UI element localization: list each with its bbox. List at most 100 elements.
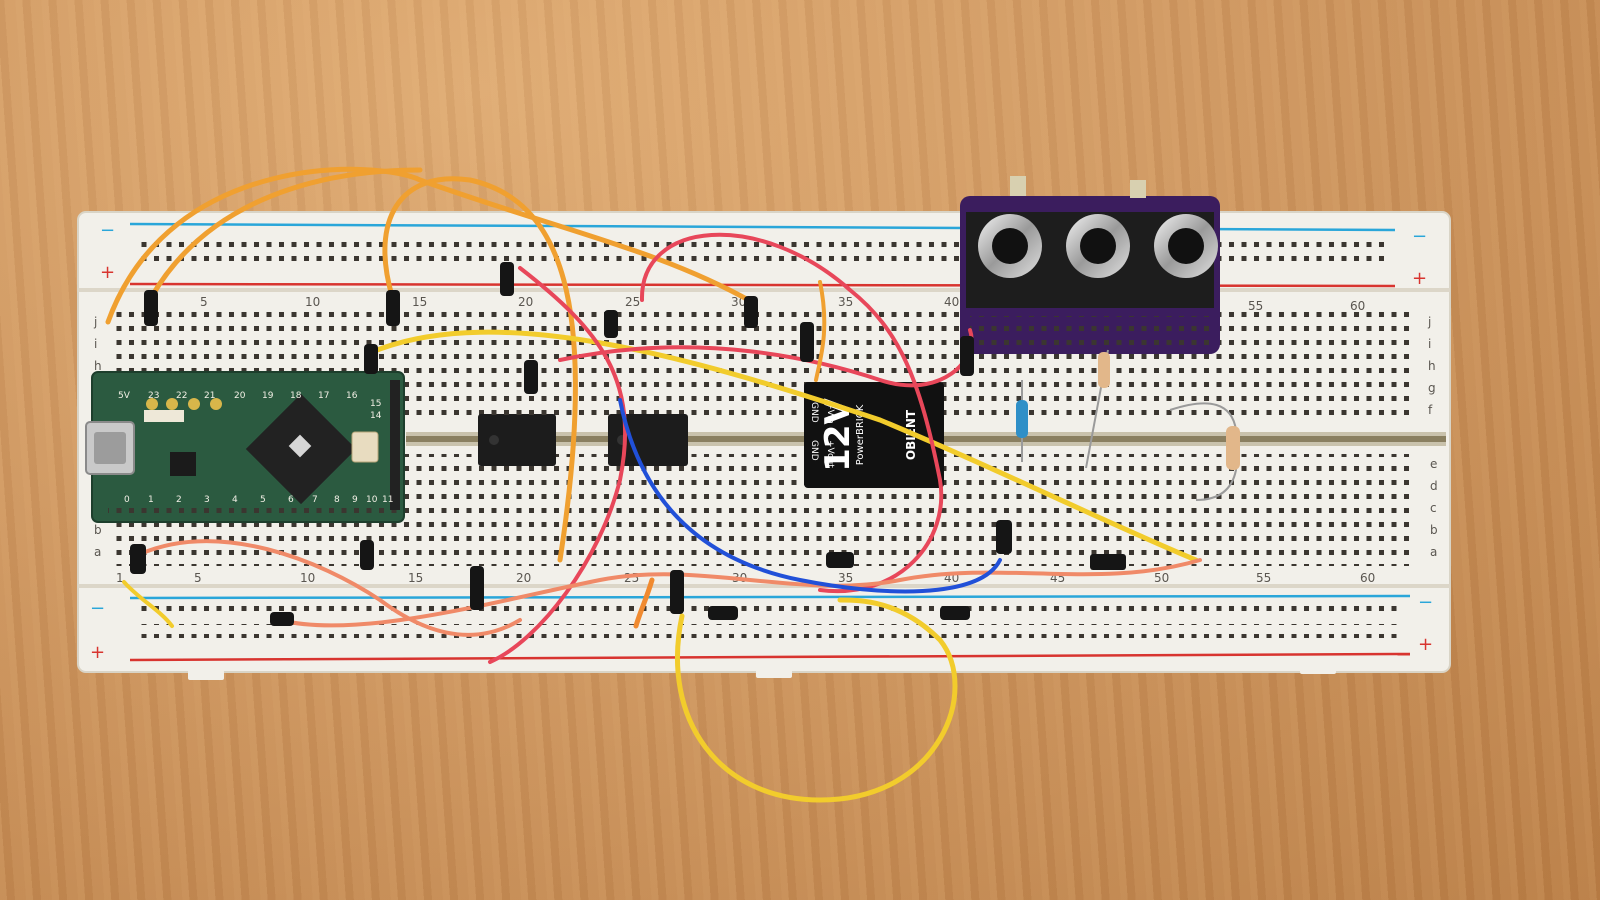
column-label: 40 <box>944 295 959 309</box>
bottom-right-minus-label: − <box>1418 592 1433 613</box>
row-labels-right-top: j i h g f <box>1427 315 1436 417</box>
pin-label: 8 <box>334 495 340 505</box>
row-label: i <box>1428 337 1431 351</box>
bottom-right-plus-label: + <box>1418 634 1433 655</box>
column-label: 20 <box>516 571 531 585</box>
pin-label: 7 <box>312 495 318 505</box>
column-label: 60 <box>1350 299 1365 313</box>
row-label: f <box>1428 403 1433 417</box>
pin-label: 6 <box>288 495 294 505</box>
top-left-minus-label: − <box>100 220 115 241</box>
wire-yellow-long <box>369 329 1199 563</box>
row-label: j <box>93 315 97 329</box>
jack-header-pins <box>970 316 1214 352</box>
wire-orange-short <box>814 280 827 382</box>
audio-jack-2-icon <box>1066 214 1130 278</box>
row-label: h <box>94 359 102 373</box>
voltage-regulator-module: 12V PowerBRICK OBIENT GND +Vin GND +Vout <box>804 382 944 488</box>
column-label: 20 <box>518 295 533 309</box>
microcontroller-board: 5V 23 22 21 20 19 18 17 16 15 14 0 1 2 3… <box>85 371 405 523</box>
row-label: a <box>1430 545 1437 559</box>
pin-label: 1 <box>148 495 154 505</box>
reset-button-icon <box>351 431 379 463</box>
resistor-3 <box>1169 402 1240 501</box>
column-label: 5 <box>194 571 202 585</box>
column-label: 15 <box>408 571 423 585</box>
row-label: b <box>94 523 102 537</box>
column-label: 55 <box>1248 299 1263 313</box>
wire-orange-mini <box>633 577 655 629</box>
pin-label: 20 <box>234 391 246 401</box>
column-label: 60 <box>1360 571 1375 585</box>
microcontroller-pin-labels-top: 5V 23 22 21 20 19 18 17 16 15 14 <box>118 391 382 421</box>
resistor-2 <box>1085 349 1110 469</box>
pin-label: 10 <box>366 495 378 505</box>
wire-salmon-1 <box>278 558 1202 628</box>
resistor-1 <box>1016 380 1028 462</box>
column-label: 50 <box>1154 571 1169 585</box>
column-label: 10 <box>300 571 315 585</box>
bottom-rail-blue-line <box>129 594 1411 600</box>
column-label: 1 <box>116 571 124 585</box>
pin-label: 16 <box>346 391 358 401</box>
wire-orange-3 <box>382 176 578 563</box>
row-label: j <box>1427 315 1431 329</box>
bottom-rail-red-line <box>129 652 1411 662</box>
column-label: 15 <box>412 295 427 309</box>
pin-label: 22 <box>176 391 187 401</box>
wire-blue <box>618 398 1002 594</box>
column-label: 35 <box>838 571 853 585</box>
row-label: e <box>1430 457 1437 471</box>
pin-label: 5V <box>118 391 131 401</box>
bottom-left-minus-label: − <box>90 598 105 619</box>
row-label: c <box>1430 501 1437 515</box>
column-label: 5 <box>200 295 208 309</box>
row-label: g <box>1428 381 1436 395</box>
pin-label: 15 <box>370 399 381 409</box>
regulator-brand-left: PowerBRICK <box>855 404 866 465</box>
pin-label: 21 <box>204 391 215 401</box>
bottom-left-plus-label: + <box>90 642 105 663</box>
regulator-pin-label: GND <box>809 402 819 423</box>
row-labels-right-bottom: e d c b a <box>1430 457 1438 559</box>
column-label: 35 <box>838 295 853 309</box>
pin-label: 23 <box>148 391 159 401</box>
microcontroller-pin-labels-bottom: 0 1 2 3 4 5 6 7 8 9 10 11 <box>124 495 393 505</box>
top-right-plus-label: + <box>1412 268 1427 289</box>
jumper-wires <box>105 166 1202 803</box>
pin-label: 14 <box>370 411 382 421</box>
pin-label: 9 <box>352 495 358 505</box>
row-label: a <box>94 545 101 559</box>
wire-red-2 <box>488 266 628 664</box>
row-label: b <box>1430 523 1438 537</box>
pin-label: 19 <box>262 391 274 401</box>
audio-jack-3-icon <box>1154 214 1218 278</box>
wire-red-1 <box>639 232 944 594</box>
pin-label: 17 <box>318 391 329 401</box>
row-label: h <box>1428 359 1436 373</box>
regulator-pin-label: +Vin <box>825 402 835 424</box>
audio-jack-board <box>960 176 1220 354</box>
pin-label: 0 <box>124 495 130 505</box>
pin-label: 4 <box>232 495 238 505</box>
column-label: 10 <box>305 295 320 309</box>
row-label: i <box>94 337 97 351</box>
pin-label: 18 <box>290 391 302 401</box>
pin-label: 2 <box>176 495 182 505</box>
wire-plugs <box>130 262 1126 626</box>
regulator-pin-label: +Vout <box>825 440 835 468</box>
pin-label: 5 <box>260 495 266 505</box>
dip-chip-1 <box>478 408 556 466</box>
wire-yellow-loop <box>675 597 958 803</box>
row-label: d <box>1430 479 1438 493</box>
wire-yellow-short <box>122 580 174 628</box>
pin-label: 3 <box>204 495 210 505</box>
wire-orange-2 <box>149 167 423 299</box>
dip-chip-2 <box>608 414 688 466</box>
audio-jack-1-icon <box>978 214 1042 278</box>
wire-salmon-2 <box>138 539 522 637</box>
top-left-plus-label: + <box>100 262 115 283</box>
pin-label: 11 <box>382 495 393 505</box>
